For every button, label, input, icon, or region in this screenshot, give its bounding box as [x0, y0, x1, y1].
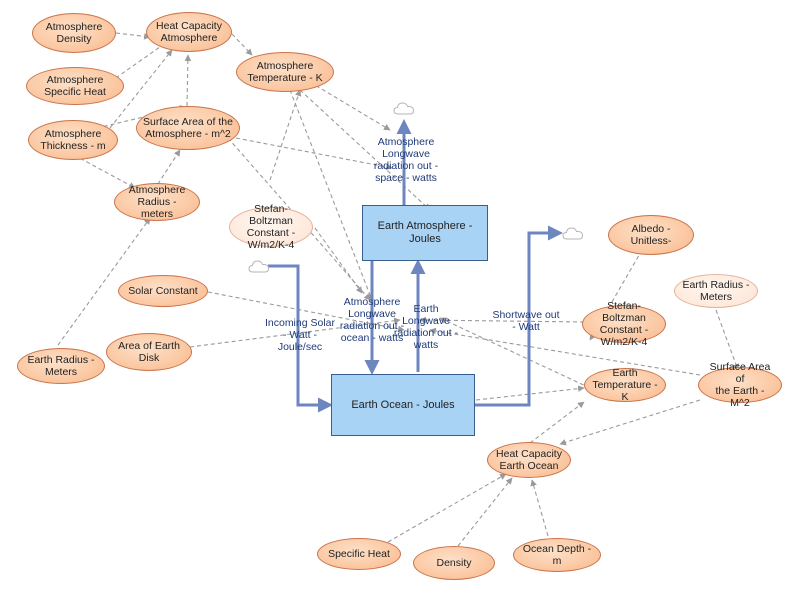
flow-label-shortwave-out[interactable]: Shortwave out - Watt [492, 308, 560, 333]
variable-stefan-boltzman-constant-2[interactable]: Stefan-Boltzman Constant - W/m2/K-4 [582, 300, 666, 348]
variable-surface-area-atmosphere[interactable]: Surface Area of the Atmosphere - m^2 [136, 106, 240, 150]
variable-solar-constant[interactable]: Solar Constant [118, 275, 208, 307]
variable-atmosphere-density[interactable]: Atmosphere Density [32, 13, 116, 53]
influence-link [715, 309, 740, 371]
influence-link [419, 316, 585, 324]
influence-link [235, 137, 393, 171]
variable-earth-temperature[interactable]: Earth Temperature - K [584, 367, 666, 403]
variable-atmosphere-specific-heat[interactable]: Atmosphere Specific Heat [26, 67, 124, 105]
variable-atmosphere-radius[interactable]: Atmosphere Radius - meters [114, 183, 200, 221]
variable-area-of-earth-disk[interactable]: Area of Earth Disk [106, 333, 192, 371]
influence-link [529, 401, 585, 444]
flow-label-incoming-solar[interactable]: Incoming Solar - Watt - Joule/sec [264, 316, 336, 354]
variable-specific-heat[interactable]: Specific Heat [317, 538, 401, 570]
stock-earth-atmosphere[interactable]: Earth Atmosphere - Joules [362, 205, 488, 261]
influence-link [109, 49, 173, 129]
influence-link [387, 473, 507, 543]
influence-link [299, 89, 431, 211]
influence-link [207, 291, 405, 333]
flow-pipe [268, 264, 333, 413]
variable-density[interactable]: Density [413, 546, 495, 580]
influence-link [109, 39, 171, 83]
variable-atmosphere-thickness[interactable]: Atmosphere Thickness - m [28, 120, 118, 160]
variable-surface-area-earth[interactable]: Surface Area of the Earth - M^2 [698, 361, 782, 409]
variable-albedo[interactable]: Albedo - Unitless- [608, 215, 694, 255]
stock-earth-ocean[interactable]: Earth Ocean - Joules [331, 374, 475, 436]
variable-stefan-boltzman-constant-1[interactable]: Stefan-Boltzman Constant - W/m2/K-4 [229, 203, 313, 251]
flow-label-atmosphere-longwave-ocean[interactable]: Atmosphere Longwave radiation out - ocea… [339, 295, 405, 345]
variable-ocean-depth[interactable]: Ocean Depth - m [513, 538, 601, 572]
influence-link [269, 89, 302, 181]
flow-pipe [475, 225, 563, 407]
variable-heat-capacity-atmosphere[interactable]: Heat Capacity Atmosphere [146, 12, 232, 52]
variable-atmosphere-temperature[interactable]: Atmosphere Temperature - K [236, 52, 334, 92]
influence-link [184, 54, 192, 107]
variable-earth-radius-2[interactable]: Earth Radius - Meters [674, 274, 758, 308]
influence-link [530, 479, 549, 537]
cloud-icon [562, 227, 584, 240]
influence-link [115, 32, 151, 40]
flow-label-earth-longwave[interactable]: Earth Longwave radiation out - watts [393, 302, 459, 352]
influence-link [309, 81, 391, 131]
influence-link [73, 154, 136, 189]
influence-link [57, 217, 151, 346]
variable-earth-radius-1[interactable]: Earth Radius - Meters [17, 348, 105, 384]
influence-link [289, 89, 373, 301]
influence-link [457, 477, 513, 547]
influence-link [559, 399, 701, 446]
variable-heat-capacity-earth-ocean[interactable]: Heat Capacity Earth Ocean [487, 442, 571, 478]
influence-link [231, 33, 253, 56]
flow-label-atmosphere-longwave-space[interactable]: Atmosphere Longwave radiation out - spac… [373, 135, 439, 185]
cloud-icon [393, 102, 415, 115]
cloud-icon [248, 260, 270, 273]
flow-pipes [268, 119, 563, 413]
influence-link [189, 317, 401, 348]
